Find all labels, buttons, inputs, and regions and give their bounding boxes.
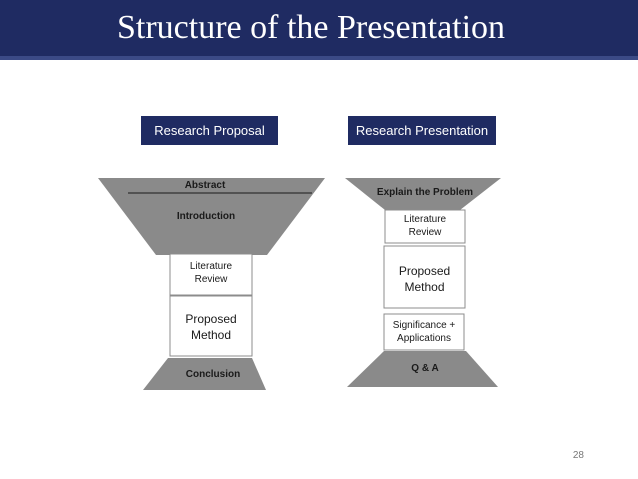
- title-underline: [0, 56, 638, 60]
- proposal-method-text: Proposed Method: [185, 312, 237, 342]
- proposal-conclusion-text: Conclusion: [185, 369, 241, 380]
- presentation-qa-text: Q & A: [411, 363, 439, 374]
- presentation-significance-box: [383, 313, 465, 351]
- proposal-introduction-text: Introduction: [176, 211, 236, 222]
- proposal-bottom-funnel: [143, 358, 266, 390]
- proposal-literature-text: Literature Review: [189, 261, 233, 285]
- presentation-literature-text: Literature Review: [403, 214, 447, 238]
- presentation-method-text: Proposed Method: [398, 264, 451, 294]
- proposal-literature-box: [169, 253, 253, 296]
- slide-title: Structure of the Presentation: [117, 9, 506, 46]
- research-proposal-label: Research Proposal: [141, 116, 278, 145]
- research-presentation-label: Research Presentation: [348, 116, 496, 145]
- proposal-method-box: [169, 295, 253, 357]
- title-bar: [0, 0, 638, 60]
- presentation-top-funnel: [345, 178, 501, 210]
- presentation-explain-text: Explain the Problem: [376, 187, 474, 198]
- proposal-top-funnel: [98, 178, 325, 255]
- page-number: 28: [572, 450, 584, 461]
- presentation-method-box: [383, 245, 466, 309]
- presentation-significance-text: Significance + Applications: [392, 320, 456, 344]
- presentation-bottom-funnel: [347, 351, 498, 387]
- proposal-abstract-text: Abstract: [184, 180, 226, 191]
- presentation-literature-box: [384, 209, 466, 244]
